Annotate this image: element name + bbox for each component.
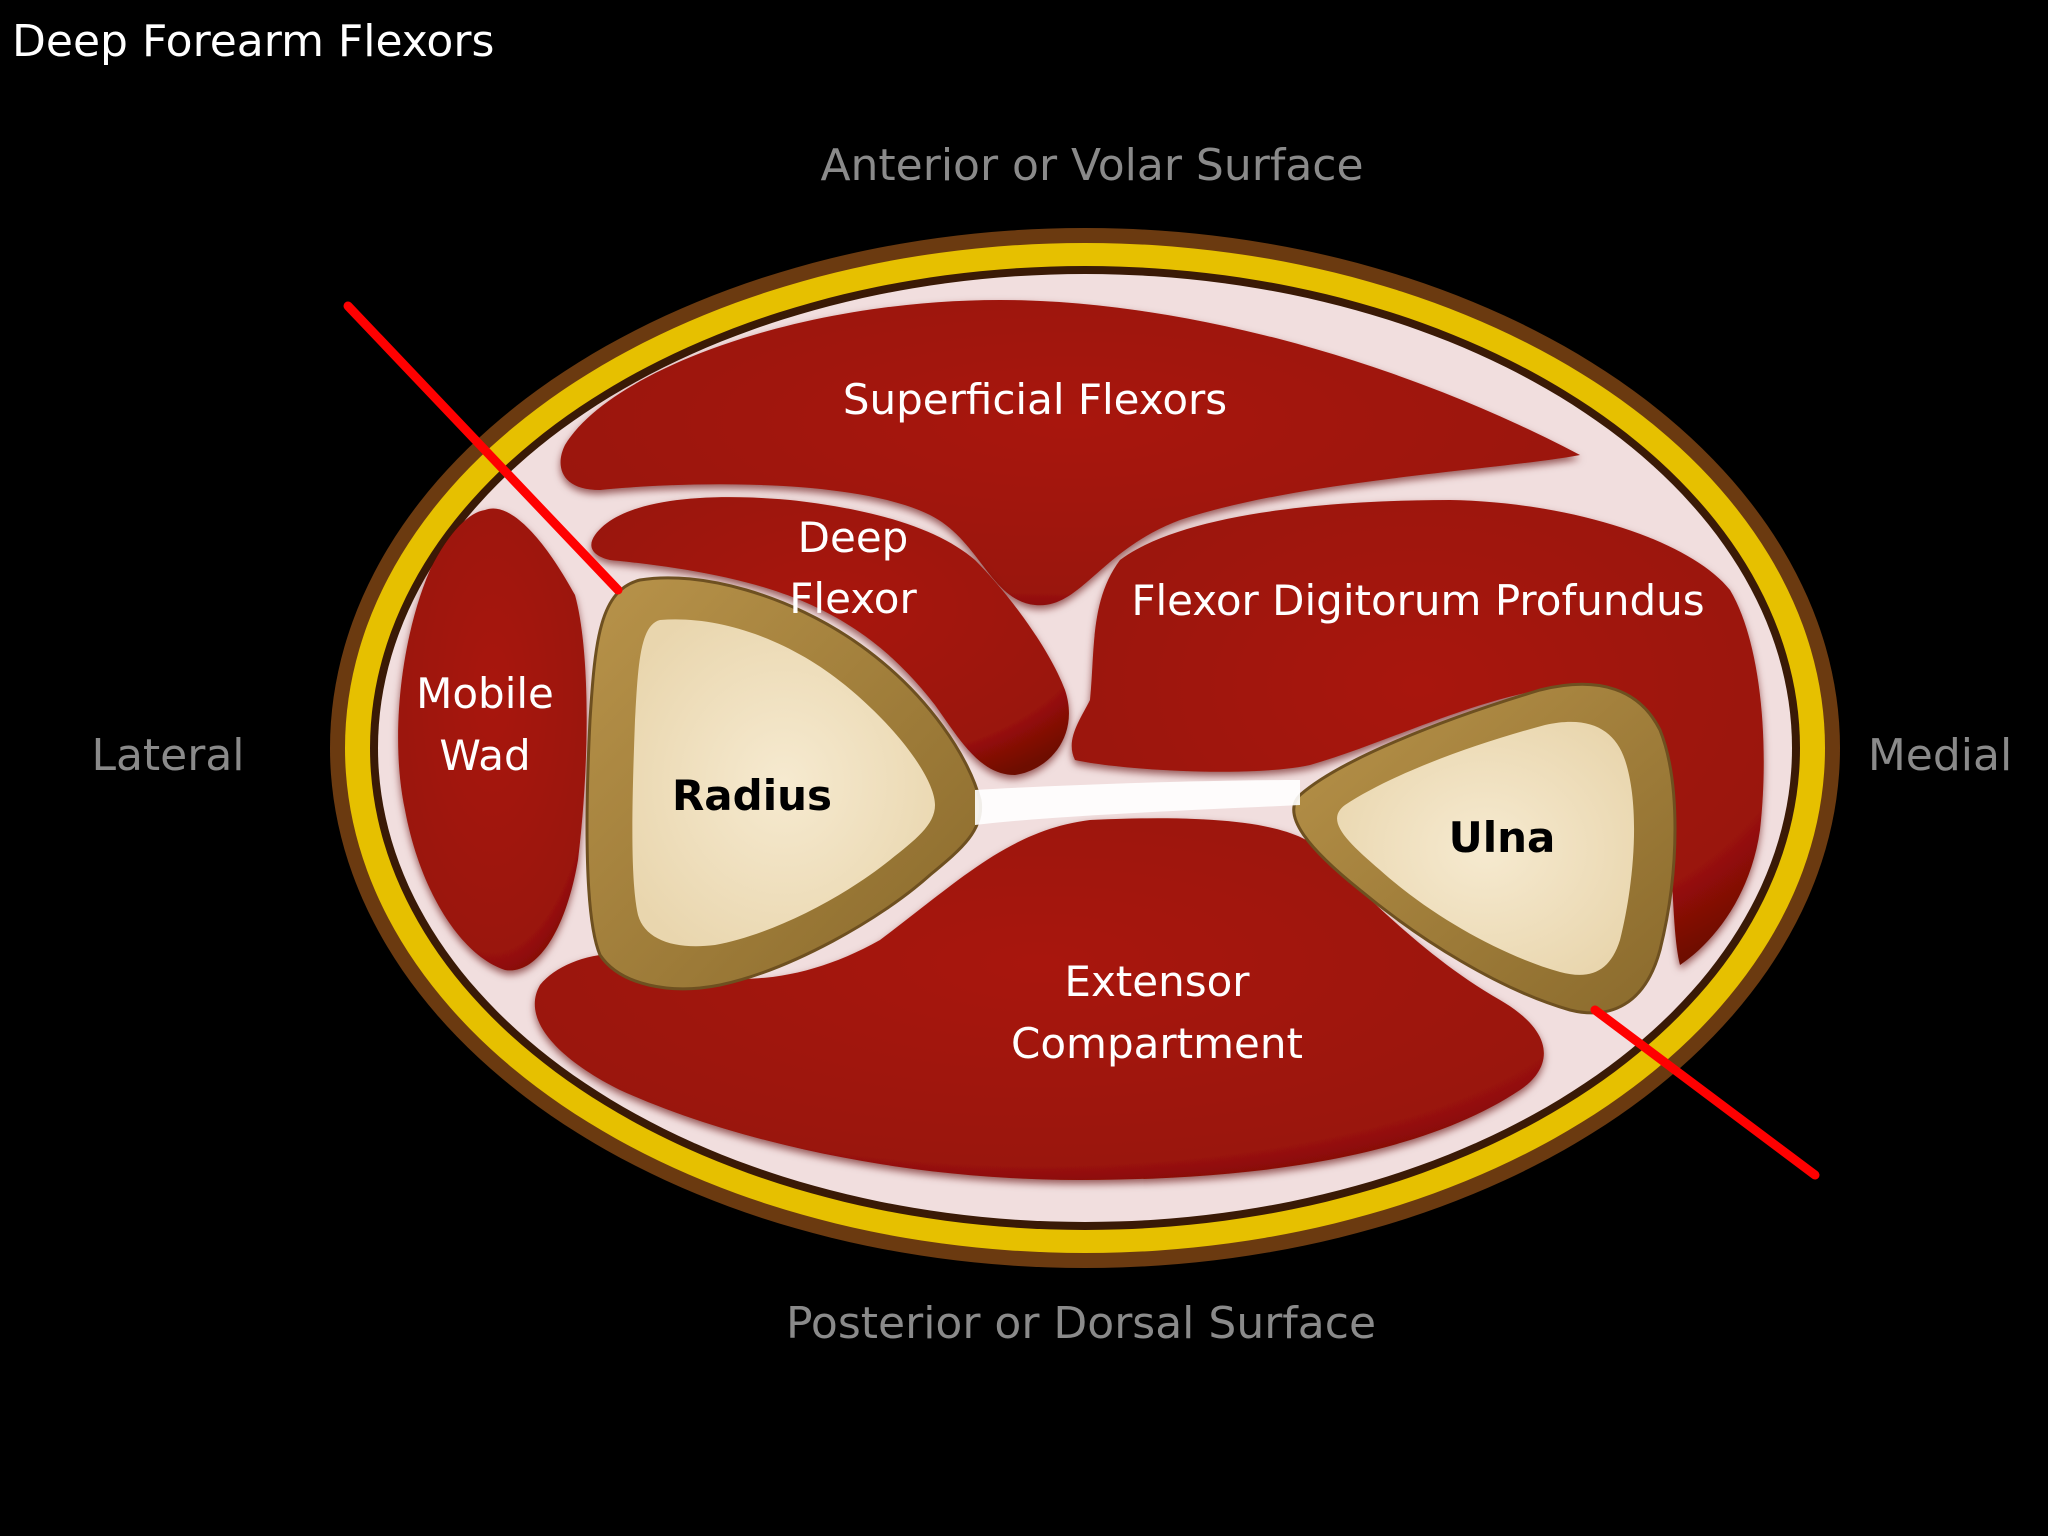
extensor-compartment-muscle: [534, 818, 1544, 1180]
ulna-label: Ulna: [1449, 813, 1556, 862]
mobile-wad-label-line2: Wad: [439, 731, 530, 780]
deep-flexor-muscle: [591, 497, 1069, 775]
deep-flexor-label-line1: Deep: [798, 513, 909, 562]
oblique-indicator-line-lower: [1590, 1005, 1820, 1180]
medial-label: Medial: [1868, 730, 2012, 781]
lateral-label: Lateral: [91, 730, 244, 781]
interosseous-membrane: [975, 780, 1300, 825]
deep-flexor-label-line2: Flexor: [789, 574, 917, 623]
extensor-compartment-label-line1: Extensor: [1064, 957, 1250, 1006]
superficial-flexors-label: Superficial Flexors: [843, 375, 1227, 424]
radius-label: Radius: [672, 771, 832, 820]
superficial-flexors-muscle: [560, 300, 1580, 606]
mobile-wad-muscle: [398, 508, 587, 971]
anterior-surface-label: Anterior or Volar Surface: [820, 140, 1363, 191]
oblique-indicator-line-upper: [343, 301, 623, 595]
posterior-surface-label: Posterior or Dorsal Surface: [786, 1298, 1376, 1349]
ulna-bone-marrow: [1337, 721, 1635, 975]
page-title: Deep Forearm Flexors: [12, 16, 494, 67]
radius-bone-marrow: [632, 619, 935, 947]
flexor-digitorum-profundus-muscle: [1071, 500, 1764, 965]
flexor-digitorum-profundus-label: Flexor Digitorum Profundus: [1131, 576, 1704, 625]
extensor-compartment-label-line2: Compartment: [1011, 1019, 1303, 1068]
mobile-wad-label-line1: Mobile: [416, 669, 554, 718]
